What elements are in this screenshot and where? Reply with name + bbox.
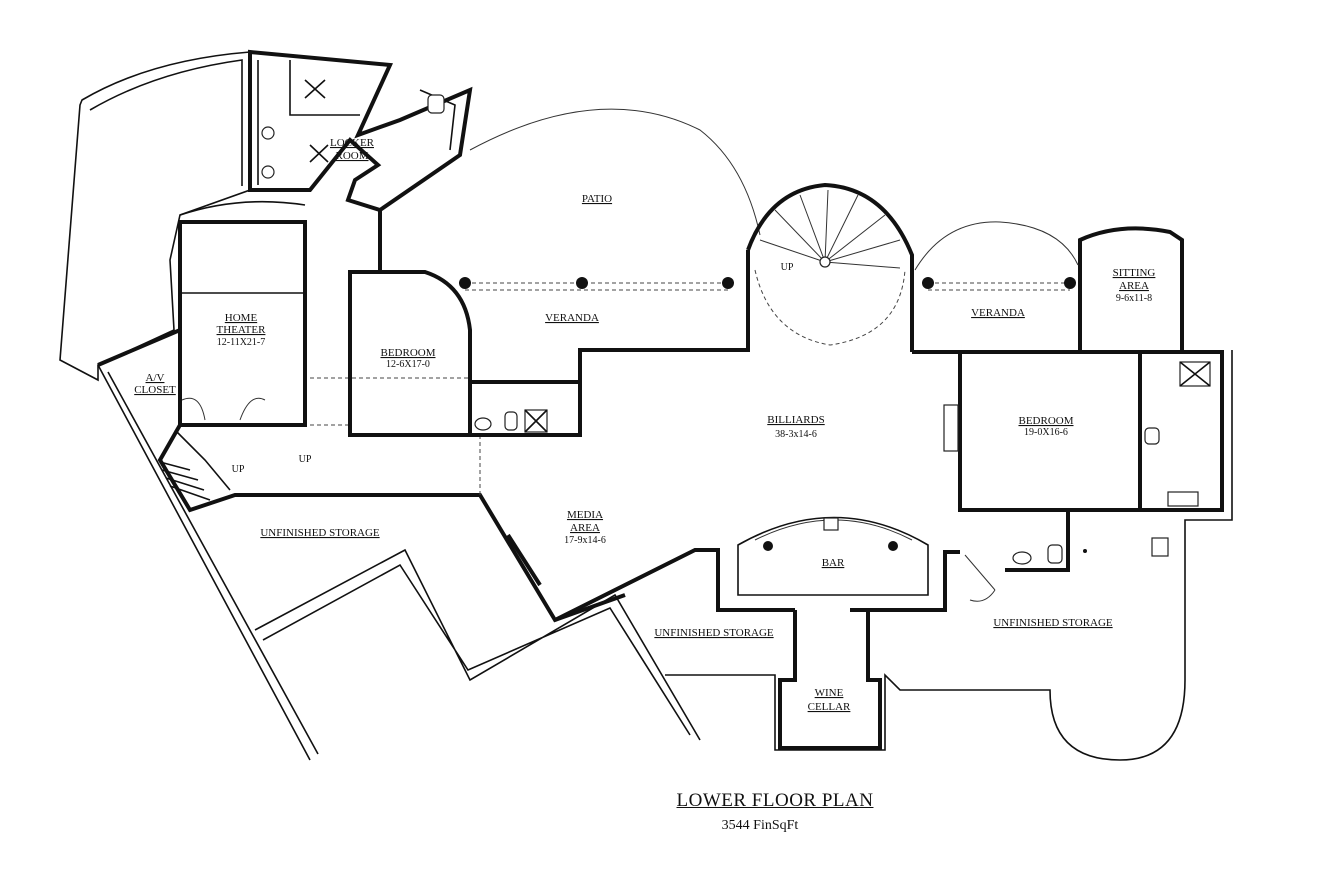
bar-stool [888, 541, 898, 551]
shower-x [524, 409, 548, 433]
stair-up-label: UP [232, 464, 245, 475]
locker-room-label: LOCKER [330, 137, 375, 149]
plan-subtitle: 3544 FinSqFt [721, 818, 799, 833]
hall-dash [310, 377, 481, 495]
media-lower-wall [554, 548, 960, 622]
veranda-right-arc [914, 221, 1079, 271]
locker-x-mark [304, 79, 329, 163]
unfinished-storage-right-label: UNFINISHED STORAGE [993, 617, 1113, 629]
storage-door [964, 554, 996, 602]
bedroom-left-walls [348, 270, 472, 437]
home-theater-label: HOME [225, 312, 258, 324]
veranda-left-walls [378, 210, 750, 384]
veranda-left-label: VERANDA [545, 312, 599, 324]
fireplace [943, 404, 959, 452]
foundation-wall-bottom-mid [665, 350, 1233, 761]
spiral-stair-up-label: UP [781, 262, 794, 273]
bar-sink [823, 517, 839, 531]
foundation-wall-bottom-left [254, 548, 701, 741]
veranda-right-label: VERANDA [971, 307, 1025, 319]
sitting-area-label: SITTING [1113, 267, 1156, 279]
veranda-right-walls [912, 226, 1184, 354]
column [922, 277, 934, 289]
home-theater-label-2: THEATER [217, 324, 267, 336]
foundation-wall-left [97, 364, 319, 761]
spiral-stair-treads [759, 189, 901, 269]
locker-room-inner [257, 60, 456, 185]
toilet-fixture [1047, 544, 1063, 564]
bedroom-right-dims: 19-0X16-6 [1024, 427, 1068, 438]
toilet-fixture [1144, 427, 1160, 445]
veranda-right-beam [928, 282, 1070, 291]
media-area-label: MEDIA [567, 509, 603, 521]
home-theater-curve [179, 200, 306, 216]
av-closet-label: A/V [146, 372, 165, 384]
spiral-stair-tower [746, 182, 914, 352]
sink-fixture [261, 126, 275, 140]
sink-fixture [1012, 551, 1032, 565]
hall-wall [250, 270, 626, 623]
water-heater [1151, 537, 1169, 557]
bar-counter [737, 516, 929, 596]
bar-label: BAR [822, 557, 845, 569]
column [576, 277, 588, 289]
tub-fixture [1167, 491, 1199, 507]
wine-cellar-walls [778, 610, 882, 750]
sitting-area-dims: 9-6x11-8 [1116, 293, 1152, 304]
sitting-area-label-2: AREA [1119, 280, 1149, 292]
stair-up-label: UP [299, 454, 312, 465]
av-closet-walls [97, 326, 250, 513]
toilet-fixture [427, 94, 445, 114]
left-stair [159, 429, 231, 501]
column [722, 277, 734, 289]
home-theater-dims: 12-11X21-7 [217, 337, 266, 348]
sink-fixture [261, 165, 275, 179]
patio-label: PATIO [582, 193, 612, 205]
toilet-fixture [504, 411, 518, 431]
bedroom-left-dims: 12-6X17-0 [386, 359, 430, 370]
locker-room-walls [248, 49, 473, 213]
theater-door-swing [181, 397, 266, 421]
av-closet-label-2: CLOSET [134, 384, 176, 396]
column [1064, 277, 1076, 289]
spiral-stair-path [754, 269, 906, 346]
media-area-dims: 17-9x14-6 [564, 535, 606, 546]
veranda-left-beam [465, 282, 728, 291]
bedroom-right-label: BEDROOM [1018, 415, 1073, 427]
shower-x [1179, 361, 1211, 387]
billiards-dims: 38-3x14-6 [775, 429, 817, 440]
media-tv-wall [506, 533, 542, 587]
media-area-label-2: AREA [570, 522, 600, 534]
unfinished-storage-left-label: UNFINISHED STORAGE [260, 527, 380, 539]
billiards-label: BILLIARDS [767, 414, 824, 426]
unfinished-storage-center-label: UNFINISHED STORAGE [654, 627, 774, 639]
sink-fixture [474, 417, 492, 431]
locker-room-label-2: ROOM [335, 150, 368, 162]
floor-drain [1083, 549, 1087, 553]
bedroom-right-bath [1140, 350, 1224, 512]
bar-stool [763, 541, 773, 551]
wine-cellar-label: WINE [815, 687, 844, 699]
patio-arc [469, 108, 761, 236]
right-lower-bath [1005, 508, 1070, 572]
bedroom-left-label: BEDROOM [380, 347, 435, 359]
spiral-stair-post [819, 256, 831, 268]
plan-title: LOWER FLOOR PLAN [676, 790, 874, 811]
wine-cellar-label-2: CELLAR [808, 701, 851, 713]
column [459, 277, 471, 289]
retaining-wall-inner [89, 59, 243, 186]
